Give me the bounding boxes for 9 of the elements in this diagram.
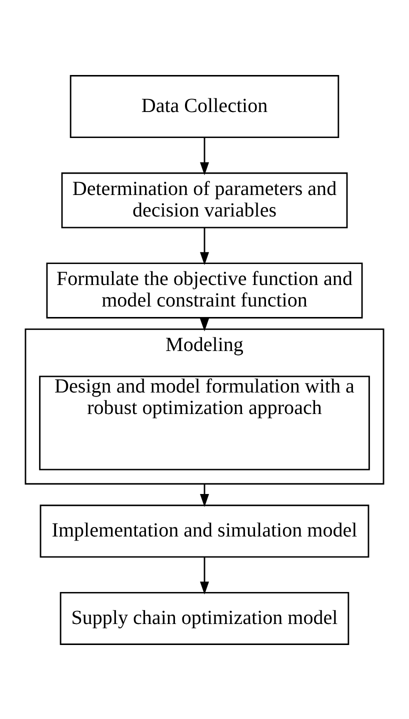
node-box: Design and model formulation with a robust optimization approach	[39, 375, 370, 470]
arrow	[200, 483, 210, 506]
node-box: Data Collection	[70, 74, 340, 138]
node-box: Determination of parameters and decision variables	[61, 172, 348, 228]
node-box: Supply chain optimization model	[60, 592, 350, 644]
arrow	[200, 227, 210, 265]
arrow	[200, 556, 210, 594]
node-box: Implementation and simulation model	[40, 504, 370, 558]
arrow	[200, 137, 210, 175]
